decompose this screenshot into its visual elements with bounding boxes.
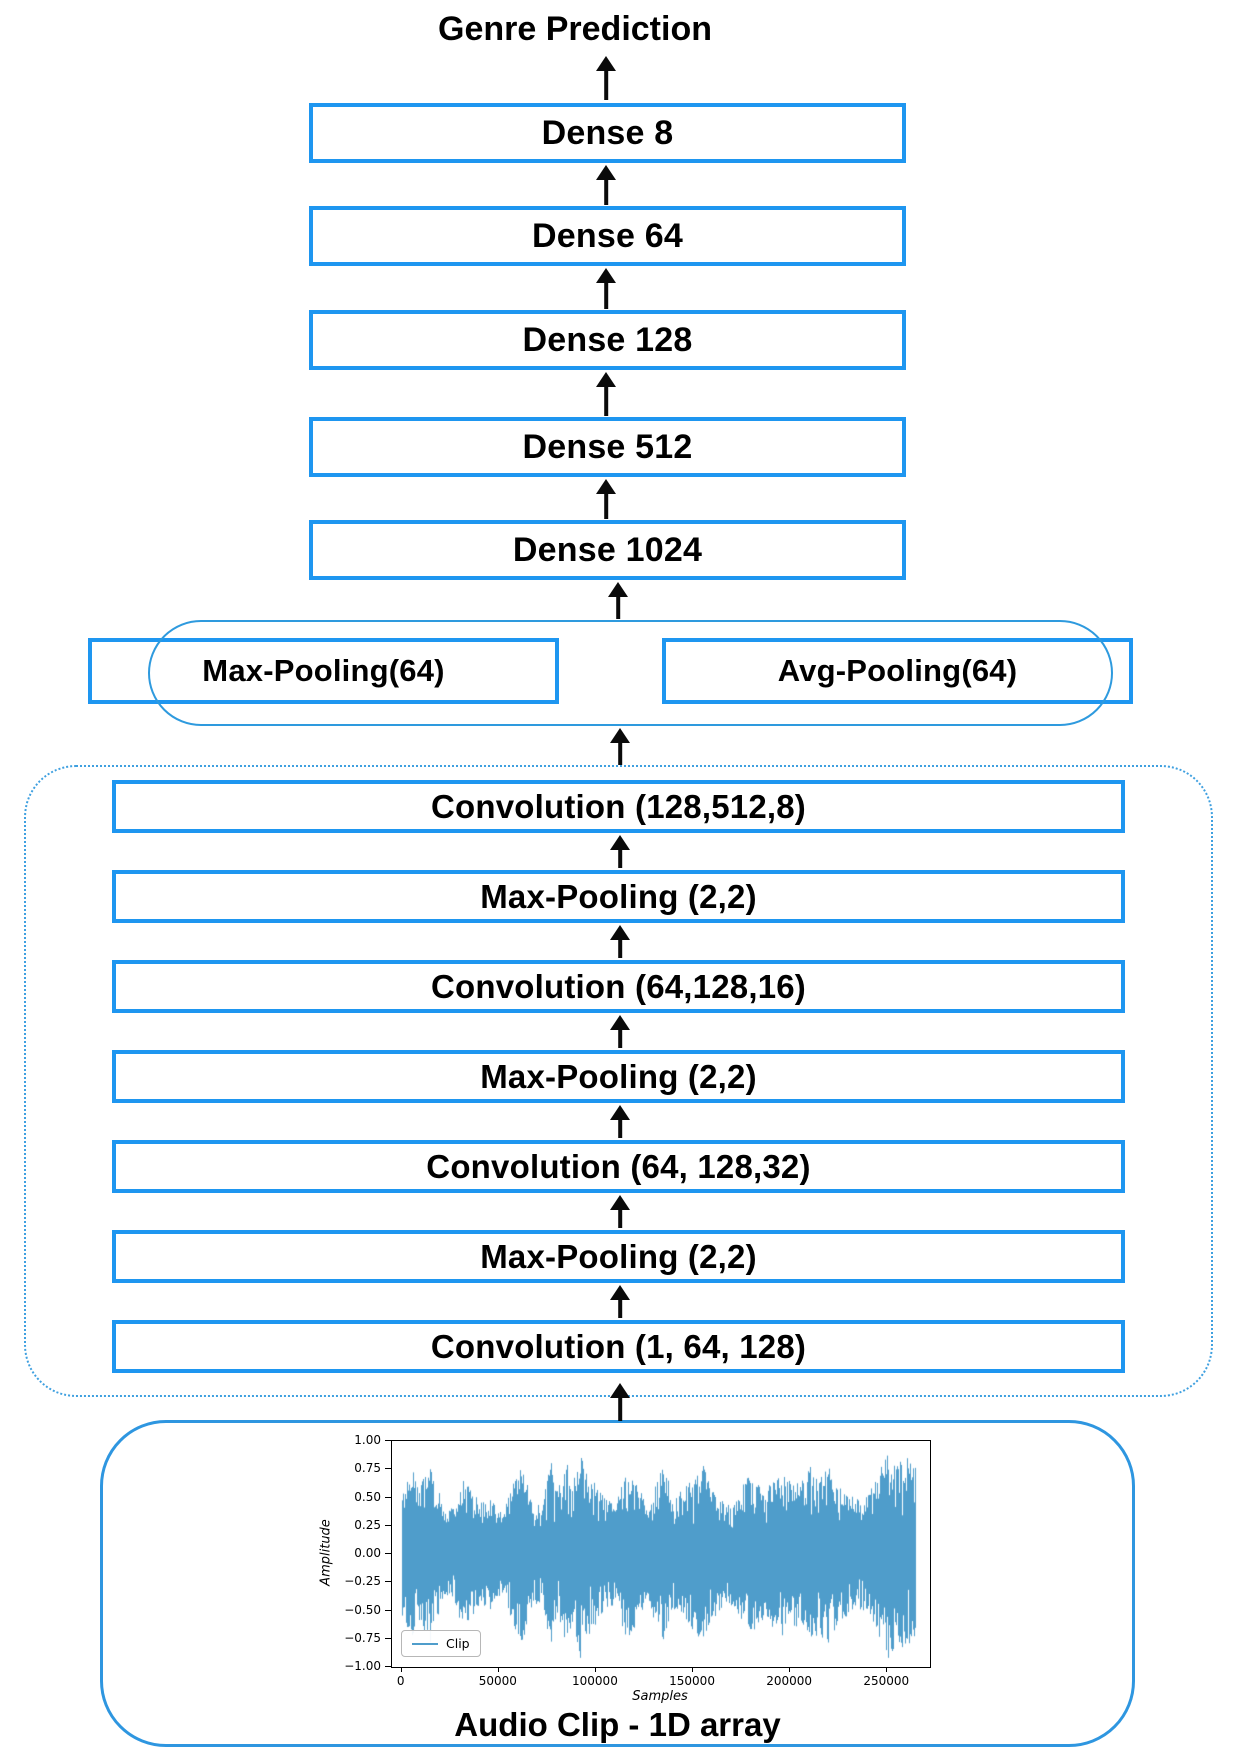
arrow-up-icon [593,165,619,205]
y-tick-mark [385,1637,391,1639]
x-axis-label: Samples [632,1689,688,1704]
layer-label: Max-Pooling (2,2) [480,1057,757,1095]
y-tick-mark [385,1553,391,1555]
layer-max-pooling-64: Max-Pooling(64) [88,638,559,704]
arrow-up-icon [593,268,619,309]
layer-conv-64-128-32: Convolution (64, 128,32) [112,1140,1125,1193]
y-tick-label: −0.75 [344,1630,381,1645]
plot-legend: Clip [401,1630,481,1657]
arrow-up-icon [593,372,619,416]
y-tick-label: 0.25 [354,1517,381,1532]
arrow-up-icon [607,1105,633,1138]
x-tick-mark [886,1667,888,1672]
layer-label: Convolution (64, 128,32) [426,1147,811,1185]
layer-max-pooling-2-2: Max-Pooling (2,2) [112,870,1125,923]
x-tick-mark [497,1667,499,1672]
arrow-up-icon [607,925,633,958]
y-tick-label: 0.50 [354,1489,381,1504]
waveform-canvas [392,1441,930,1667]
arrow-up-icon [607,1015,633,1048]
arrow-stem [604,68,608,100]
layer-conv-64-128-16: Convolution (64,128,16) [112,960,1125,1013]
layer-label: Dense 64 [532,216,683,255]
x-tick-mark [692,1667,694,1672]
y-tick-mark [385,1468,391,1470]
layer-label: Convolution (1, 64, 128) [430,1327,807,1365]
layer-label: Convolution (64,128,16) [430,967,806,1005]
layer-conv-128-512-8: Convolution (128,512,8) [112,780,1125,833]
y-tick-mark [385,1666,391,1668]
x-tick-label: 150000 [669,1674,715,1688]
legend-label: Clip [446,1636,470,1651]
layer-label: Dense 512 [522,427,693,466]
layer-label: Dense 128 [522,320,693,359]
x-tick-label: 250000 [863,1674,910,1688]
layer-label: Max-Pooling(64) [202,653,445,688]
layer-avg-pooling-64: Avg-Pooling(64) [662,638,1133,704]
waveform-plot: Clip [391,1440,931,1668]
layer-dense-128: Dense 128 [309,310,906,370]
x-tick-mark [594,1667,597,1672]
arrow-up-icon [607,1195,633,1228]
layer-max-pooling-2-2: Max-Pooling (2,2) [112,1050,1125,1103]
arrow-up-icon [607,835,633,868]
x-tick-label: 200000 [766,1674,813,1688]
x-tick-label: 50000 [478,1674,517,1688]
y-tick-label: 0.75 [354,1461,381,1476]
layer-max-pooling-2-2: Max-Pooling (2,2) [112,1230,1125,1283]
y-tick-label: 1.00 [354,1433,381,1447]
layer-dense-64: Dense 64 [309,206,906,266]
arrow-head [596,56,616,71]
layer-dense-1024: Dense 1024 [309,520,906,580]
y-tick-mark [385,1581,391,1583]
page-title: Genre Prediction [438,10,712,48]
layer-dense-512: Dense 512 [309,417,906,477]
arrow-up-icon [607,1383,633,1421]
y-tick-mark [385,1524,391,1526]
layer-label: Dense 8 [541,113,674,152]
arrow-up-icon [607,1285,633,1318]
arrow-up-icon [593,479,619,519]
y-tick-mark [385,1440,391,1442]
y-tick-label: −0.50 [344,1602,381,1617]
legend-line-sample [412,1642,438,1645]
layer-dense-8: Dense 8 [309,103,906,163]
arrow-up-icon [607,728,633,765]
arrow-up-icon [593,56,619,100]
x-tick-mark [789,1667,791,1672]
x-tick-label: 100000 [572,1674,618,1688]
layer-label: Avg-Pooling(64) [777,653,1018,688]
y-tick-label: −1.00 [344,1659,381,1673]
layer-label: Dense 1024 [512,530,703,569]
y-tick-mark [385,1609,391,1611]
layer-label: Max-Pooling (2,2) [480,1237,757,1275]
layer-conv-1-64-128: Convolution (1, 64, 128) [112,1320,1125,1373]
x-tick-mark [400,1667,402,1672]
layer-label: Convolution (128,512,8) [430,787,806,825]
x-tick-label: 0 [396,1674,405,1688]
y-tick-mark [385,1496,391,1498]
arrow-up-icon [605,582,631,619]
y-tick-label: −0.25 [344,1574,381,1589]
input-caption: Audio Clip - 1D array [454,1706,781,1743]
y-tick-label: 0.00 [354,1546,381,1560]
layer-label: Max-Pooling (2,2) [480,877,757,915]
